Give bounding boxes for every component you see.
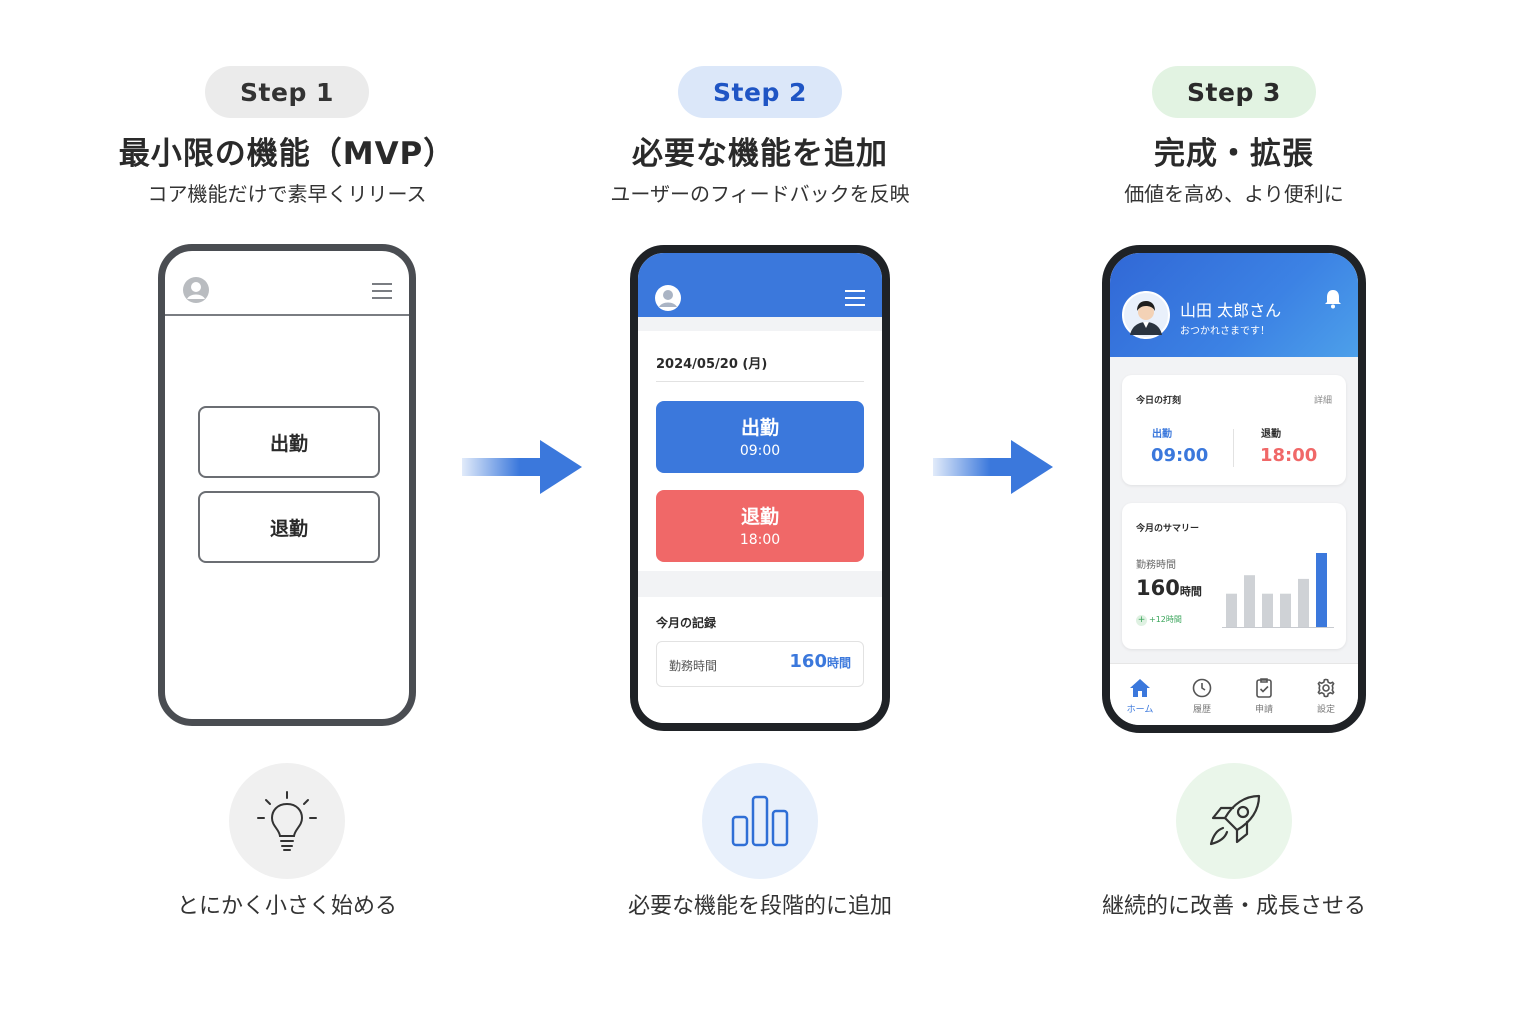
bar-chart-icon [731, 795, 789, 847]
user-name: 山田 太郎さん [1180, 301, 1282, 320]
step-3-caption: 継続的に改善・成長させる [1101, 894, 1366, 919]
work-hours-value-group: 160時間 [1136, 576, 1202, 600]
summary-bar [1298, 578, 1309, 627]
summary-bar [1280, 593, 1291, 627]
step-1-title: 最小限の機能（MVP） [118, 136, 456, 172]
clipboard-check-icon [1256, 678, 1272, 698]
summary-bar [1262, 593, 1273, 627]
work-hours-value-group: 160時間 [789, 651, 851, 672]
monthly-summary-card: 今月のサマリー 勤務時間 160時間 ++12時間 [1122, 503, 1346, 649]
step-1-phone-mockup: 出勤 退勤 [158, 244, 416, 726]
clock-in-label: 出勤 [1152, 429, 1172, 440]
gear-icon [1317, 678, 1335, 698]
clock-in-time: 09:00 [739, 443, 781, 459]
clock-out-time: 18:00 [739, 532, 781, 548]
avatar-icon[interactable] [654, 284, 682, 312]
step-3-phone-mockup: 山田 太郎さん おつかれさまです！ 今日の打刻 詳細 出勤 09:00 退勤 1… [1102, 245, 1366, 733]
menu-icon[interactable] [371, 282, 393, 300]
step-2-caption: 必要な機能を段階的に追加 [627, 894, 892, 919]
delta-value: +12時間 [1149, 615, 1182, 624]
nav-settings-label: 設定 [1316, 705, 1335, 715]
step-3-title: 完成・拡張 [1154, 136, 1314, 172]
summary-bar [1316, 553, 1327, 627]
record-title: 今月の記録 [656, 616, 717, 630]
work-hours-unit: 時間 [826, 656, 851, 670]
work-hours-label: 勤務時間 [669, 659, 718, 673]
step-2-title: 必要な機能を追加 [632, 136, 888, 172]
arrow-right-icon [462, 440, 582, 494]
step-1-icon-circle [229, 763, 345, 879]
nav-home[interactable]: ホーム [1118, 678, 1162, 715]
app-header [638, 253, 882, 317]
header-divider [165, 314, 409, 316]
clock-in-button[interactable]: 出勤 [198, 406, 380, 478]
date-divider [656, 381, 864, 382]
nav-history-label: 履歴 [1192, 705, 1211, 715]
step-1-badge: Step 1 [205, 66, 369, 118]
user-avatar[interactable] [1122, 291, 1170, 339]
date-label: 2024/05/20 (月) [656, 357, 768, 372]
step-3-badge: Step 3 [1152, 66, 1316, 118]
clock-in-time: 09:00 [1151, 445, 1209, 466]
step-3-icon-circle [1176, 763, 1292, 879]
step-2-subtitle: ユーザーのフィードバックを反映 [610, 182, 910, 206]
step-2-phone-mockup: 2024/05/20 (月) 出勤 09:00 退勤 18:00 今月の記録 勤… [630, 245, 890, 731]
nav-request[interactable]: 申請 [1242, 678, 1286, 715]
bottom-nav: ホーム 履歴 申請 設定 [1110, 663, 1358, 725]
clock-in-label: 出勤 [740, 417, 779, 439]
summary-title: 今月のサマリー [1136, 524, 1200, 534]
menu-icon[interactable] [844, 289, 866, 307]
clock-out-label: 退勤 [740, 506, 779, 528]
work-hours-value: 160 [789, 651, 827, 672]
today-punch-card: 今日の打刻 詳細 出勤 09:00 退勤 18:00 [1122, 375, 1346, 485]
work-hours-row[interactable]: 勤務時間 160時間 [656, 641, 864, 687]
clock-in-button[interactable]: 出勤 09:00 [656, 401, 864, 473]
clock-out-label: 退勤 [1261, 429, 1281, 440]
clock-out-button[interactable]: 退勤 18:00 [656, 490, 864, 562]
lightbulb-icon [257, 791, 317, 851]
home-icon [1130, 679, 1150, 697]
work-hours-unit: 時間 [1179, 585, 1202, 598]
plus-icon: + [1136, 615, 1147, 626]
arrow-right-icon [933, 440, 1053, 494]
step-3-subtitle: 価値を高め、より便利に [1124, 182, 1344, 206]
detail-link[interactable]: 詳細 [1313, 396, 1332, 406]
nav-home-label: ホーム [1126, 705, 1154, 715]
punch-title: 今日の打刻 [1136, 396, 1182, 406]
clock-out-time: 18:00 [1260, 445, 1318, 466]
nav-history[interactable]: 履歴 [1180, 678, 1224, 715]
punch-divider [1233, 429, 1234, 467]
summary-bar [1226, 593, 1237, 627]
work-hours-value: 160 [1136, 576, 1180, 600]
delta-badge: ++12時間 [1136, 614, 1182, 626]
step-3-column: Step 3 完成・拡張 価値を高め、より便利に 継続的に改善・成長させる [1014, 0, 1454, 1024]
work-hours-label: 勤務時間 [1136, 560, 1176, 571]
clock-icon [1192, 678, 1212, 698]
rocket-icon [1209, 794, 1261, 846]
summary-bar [1244, 575, 1255, 627]
greeting: おつかれさまです！ [1180, 326, 1270, 337]
step-1-column: Step 1 最小限の機能（MVP） コア機能だけで素早くリリース とにかく小さ… [67, 0, 507, 1024]
clock-out-button[interactable]: 退勤 [198, 491, 380, 563]
bell-icon[interactable] [1324, 289, 1342, 309]
avatar-icon[interactable] [182, 276, 210, 304]
step-2-column: Step 2 必要な機能を追加 ユーザーのフィードバックを反映 必要な機能を段階… [540, 0, 980, 1024]
nav-settings[interactable]: 設定 [1304, 678, 1348, 715]
step-2-icon-circle [702, 763, 818, 879]
nav-request-label: 申請 [1254, 705, 1273, 715]
step-2-badge: Step 2 [678, 66, 842, 118]
summary-bar-chart [1222, 553, 1334, 628]
step-1-caption: とにかく小さく始める [176, 894, 397, 919]
step-1-subtitle: コア機能だけで素早くリリース [147, 182, 427, 206]
